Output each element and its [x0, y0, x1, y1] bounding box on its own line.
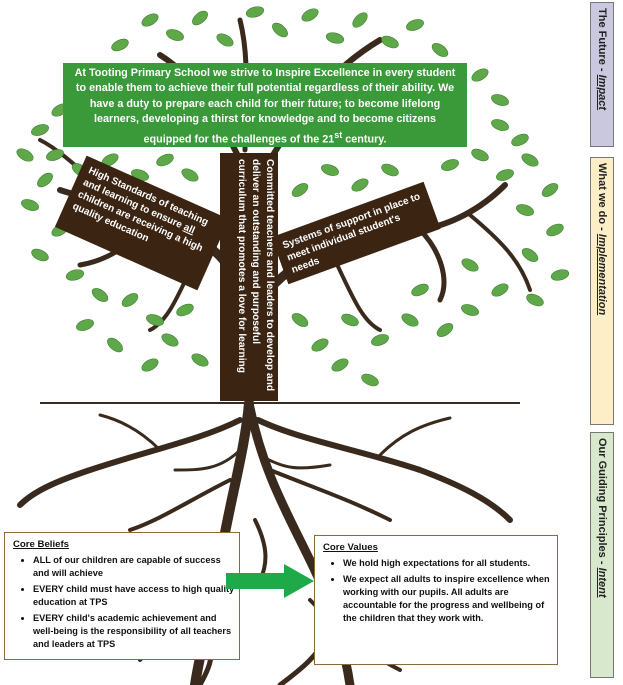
- tab-impact-prefix: The Future -: [596, 8, 608, 75]
- right-arrow-icon: [226, 564, 314, 598]
- tab-impact-label: The Future - Impact: [596, 8, 608, 110]
- tab-implementation-em: Implementation: [596, 233, 608, 316]
- mission-superscript: st: [334, 129, 343, 140]
- list-item: EVERY child's academic achievement and w…: [33, 612, 239, 651]
- core-beliefs-title: Core Beliefs: [13, 539, 69, 550]
- core-beliefs-box: Core Beliefs ALL of our children are cap…: [4, 532, 240, 660]
- tab-impact: The Future - Impact: [590, 2, 614, 147]
- mission-text: At Tooting Primary School we strive to I…: [74, 67, 456, 146]
- core-values-list: We hold high expectations for all studen…: [315, 557, 557, 625]
- trunk-box: Committed teachers and leaders to develo…: [220, 153, 278, 401]
- tab-intent-prefix: Our Guiding Principles -: [596, 438, 608, 568]
- core-beliefs-list: ALL of our children are capable of succe…: [5, 554, 239, 651]
- list-item: EVERY child must have access to high qua…: [33, 583, 239, 609]
- tab-impact-em: Impact: [596, 74, 608, 111]
- tab-intent-label: Our Guiding Principles - Intent: [596, 438, 608, 598]
- trunk-text: Committed teachers and leaders to develo…: [236, 159, 275, 392]
- tab-intent-em: Intent: [596, 567, 608, 598]
- tab-intent: Our Guiding Principles - Intent: [590, 432, 614, 678]
- core-values-box: Core Values We hold high expectations fo…: [314, 535, 558, 665]
- tab-implementation-prefix: What we do -: [596, 163, 608, 234]
- list-item: We expect all adults to inspire excellen…: [343, 573, 557, 625]
- core-values-title: Core Values: [323, 542, 378, 553]
- mission-suffix: century.: [342, 133, 387, 146]
- mission-banner: At Tooting Primary School we strive to I…: [63, 63, 467, 147]
- tab-implementation: What we do - Implementation: [590, 157, 614, 425]
- list-item: We hold high expectations for all studen…: [343, 557, 557, 570]
- leaves: [16, 6, 570, 387]
- list-item: ALL of our children are capable of succe…: [33, 554, 239, 580]
- tab-implementation-label: What we do - Implementation: [596, 163, 608, 315]
